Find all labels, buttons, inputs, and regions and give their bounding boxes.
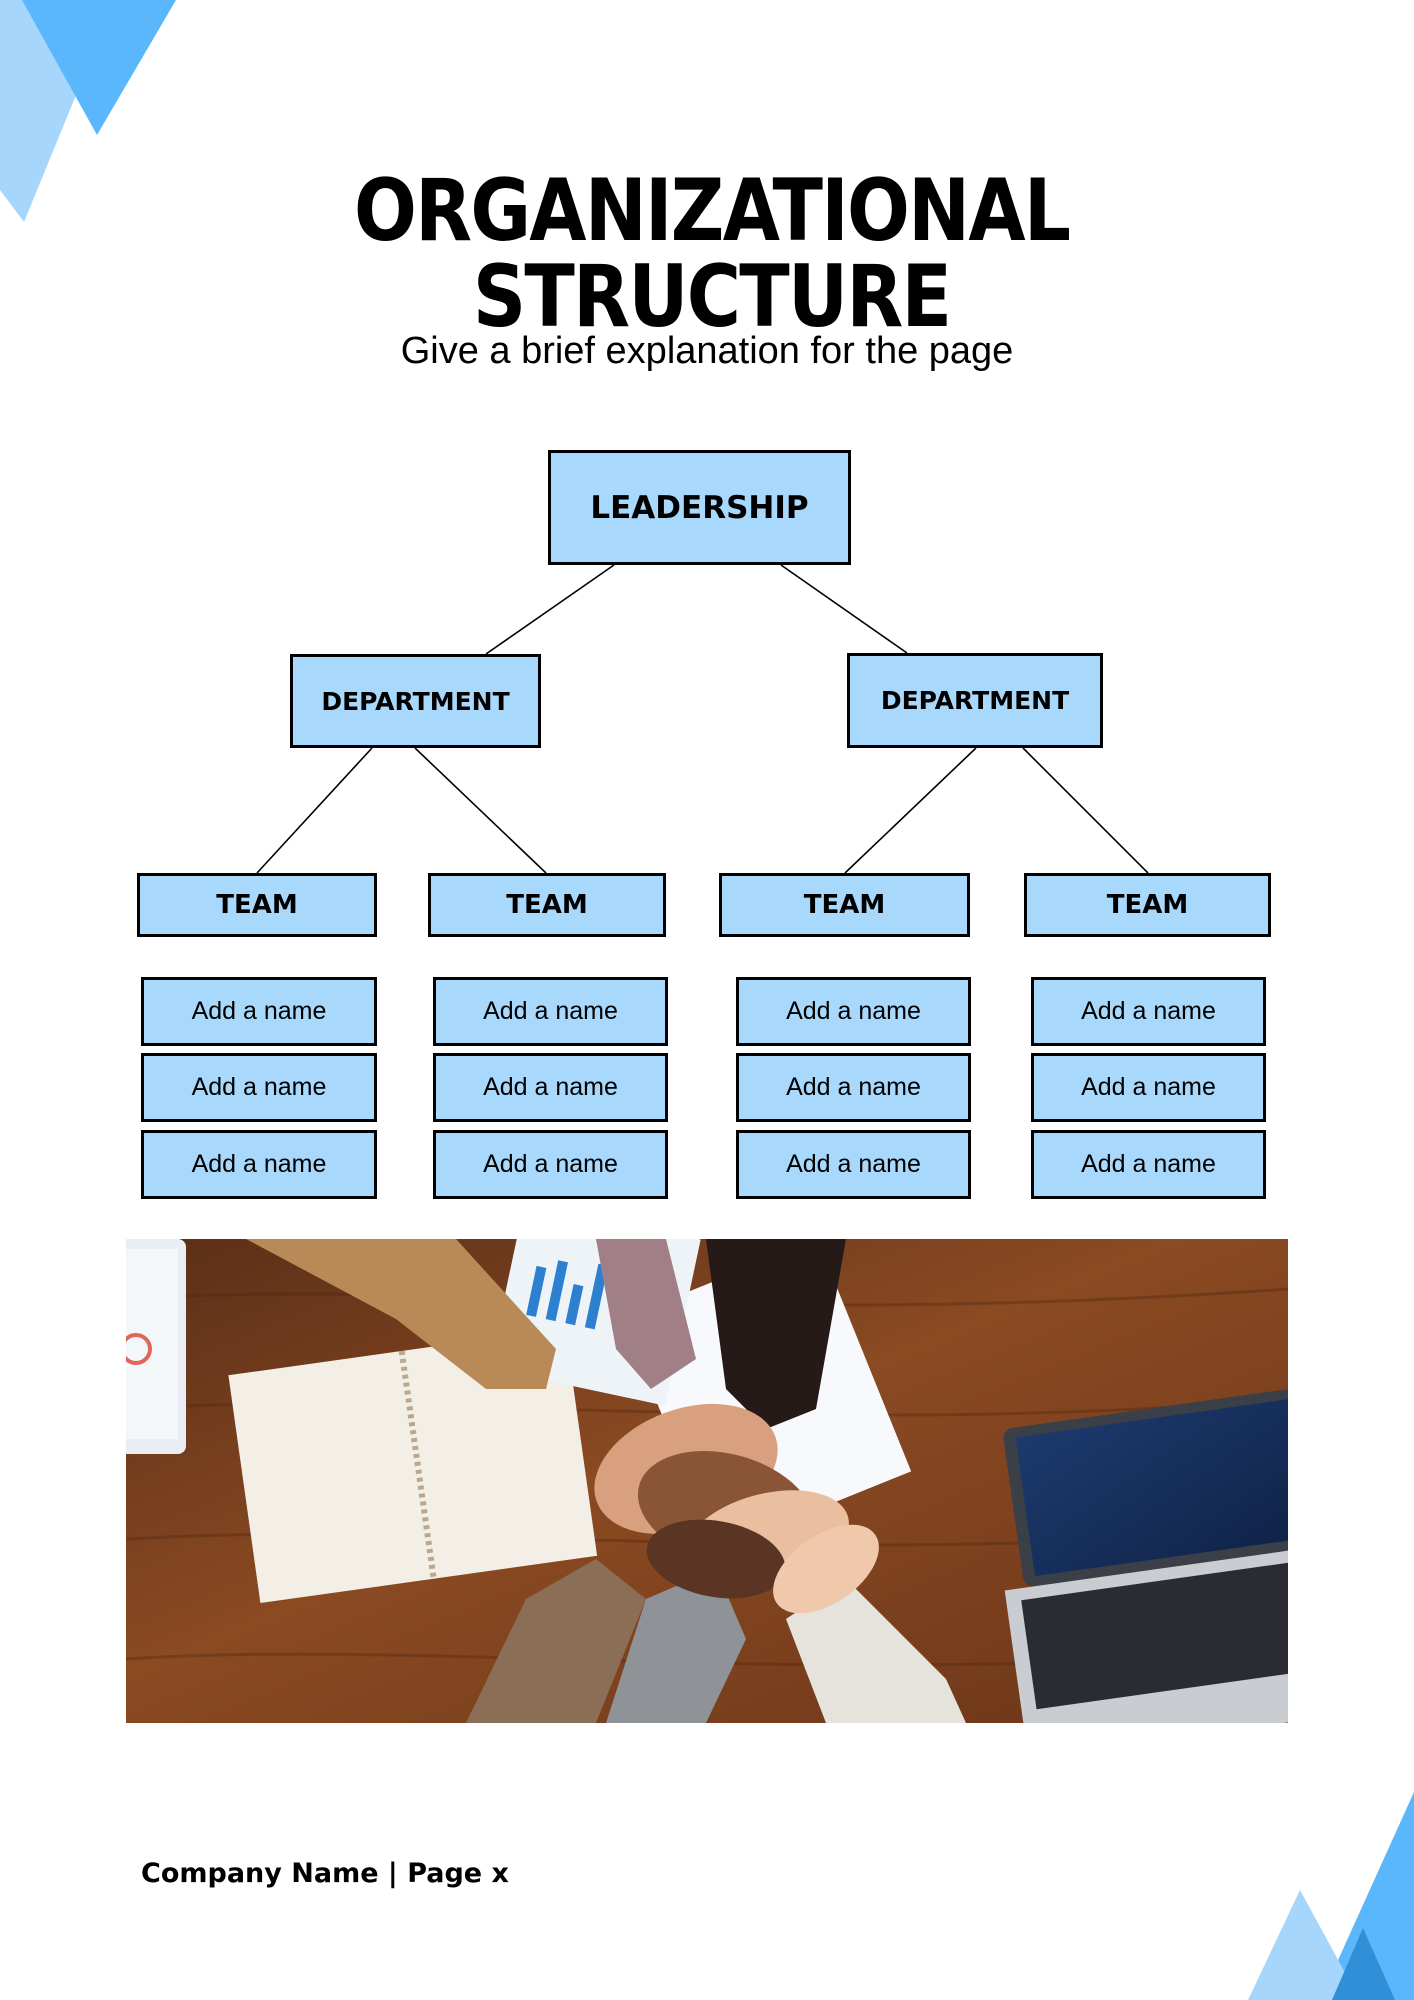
team-box-3: TEAM: [719, 873, 970, 937]
member-name: Add a name: [191, 1150, 327, 1178]
member-name-box[interactable]: Add a name: [141, 1130, 377, 1199]
connector-dept1-team2: [414, 747, 547, 874]
member-name-box[interactable]: Add a name: [1031, 977, 1266, 1046]
team-label: TEAM: [216, 890, 298, 920]
page-footer: Company Name | Page x: [141, 1858, 509, 1889]
connector-lead-dept2: [780, 564, 908, 654]
member-name: Add a name: [786, 1150, 921, 1178]
department-label: DEPARTMENT: [321, 686, 510, 716]
member-name: Add a name: [191, 997, 327, 1025]
org-chart-connectors: [256, 564, 1149, 874]
subtitle-text: Give a brief explanation for the page: [400, 330, 1014, 372]
leadership-box: LEADERSHIP: [548, 450, 851, 565]
member-name: Add a name: [1081, 1073, 1216, 1101]
connector-lead-dept1: [485, 564, 615, 655]
member-name-box[interactable]: Add a name: [1031, 1053, 1266, 1122]
member-name-box[interactable]: Add a name: [736, 1130, 971, 1199]
leadership-label: LEADERSHIP: [590, 489, 809, 526]
top-left-triangles-decoration: [0, 0, 176, 222]
department-box-1: DEPARTMENT: [290, 654, 541, 748]
member-name-box[interactable]: Add a name: [141, 1053, 377, 1122]
bottom-right-triangles-decoration: [1248, 1792, 1414, 2000]
team-label: TEAM: [1106, 890, 1189, 920]
member-name: Add a name: [483, 1150, 618, 1178]
member-name-box[interactable]: Add a name: [736, 977, 971, 1046]
member-name-box[interactable]: Add a name: [433, 977, 668, 1046]
connector-dept1-team1: [256, 747, 373, 874]
page-title: ORGANIZATIONAL STRUCTURE: [353, 161, 1071, 347]
department-label: DEPARTMENT: [880, 686, 1070, 715]
member-name-box[interactable]: Add a name: [736, 1053, 971, 1122]
member-name: Add a name: [1081, 1150, 1216, 1178]
connector-dept2-team4: [1022, 747, 1149, 874]
member-name-box[interactable]: Add a name: [1031, 1130, 1266, 1199]
member-name-box[interactable]: Add a name: [141, 977, 377, 1046]
member-name: Add a name: [483, 1073, 618, 1101]
member-name: Add a name: [483, 997, 618, 1025]
page-subtitle: Give a brief explanation for the page: [0, 332, 1414, 370]
member-name-box[interactable]: Add a name: [433, 1130, 668, 1199]
team-box-4: TEAM: [1024, 873, 1271, 937]
member-name: Add a name: [786, 997, 921, 1025]
team-hands-illustration: [126, 1239, 1288, 1723]
member-name: Add a name: [1081, 997, 1216, 1025]
member-name: Add a name: [191, 1073, 327, 1101]
team-label: TEAM: [803, 890, 886, 920]
department-box-2: DEPARTMENT: [847, 653, 1103, 748]
team-box-1: TEAM: [137, 873, 377, 937]
member-name: Add a name: [786, 1073, 921, 1101]
team-box-2: TEAM: [428, 873, 666, 937]
team-hands-photo: [126, 1239, 1288, 1723]
member-name-box[interactable]: Add a name: [433, 1053, 668, 1122]
connector-dept2-team3: [844, 747, 977, 874]
team-label: TEAM: [506, 890, 588, 920]
